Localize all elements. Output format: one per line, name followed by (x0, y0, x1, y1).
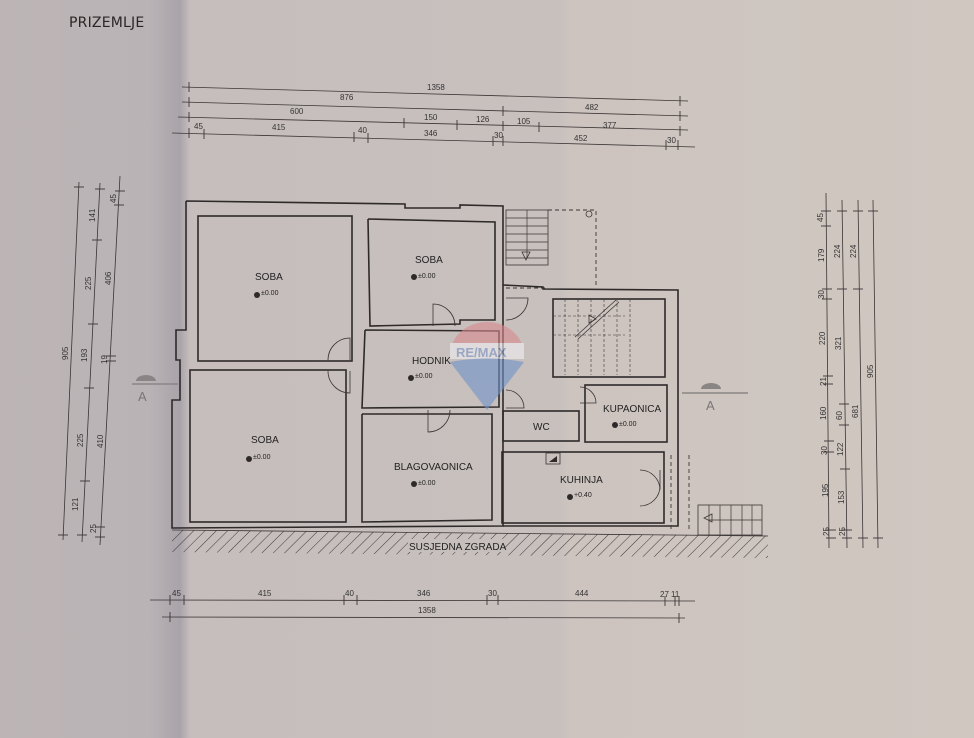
svg-text:905: 905 (866, 364, 875, 378)
svg-text:153: 153 (837, 490, 846, 504)
svg-text:30: 30 (820, 446, 829, 455)
svg-text:321: 321 (834, 336, 843, 350)
svg-text:346: 346 (424, 129, 438, 138)
svg-text:195: 195 (821, 483, 830, 497)
svg-text:122: 122 (836, 442, 845, 456)
svg-text:±0.00: ±0.00 (261, 290, 279, 297)
svg-text:±0.00: ±0.00 (418, 273, 436, 280)
svg-text:40: 40 (345, 589, 354, 598)
room-labels: SOBA ±0.00 SOBA ±0.00 HODNIK ±0.00 SOBA … (246, 255, 661, 500)
svg-text:+0.40: +0.40 (574, 492, 592, 499)
svg-text:A: A (138, 389, 147, 404)
svg-text:25: 25 (822, 527, 831, 536)
svg-text:±0.00: ±0.00 (418, 480, 436, 487)
svg-text:121: 121 (71, 497, 80, 511)
svg-text:415: 415 (258, 589, 272, 598)
svg-text:444: 444 (575, 589, 589, 598)
svg-text:876: 876 (340, 93, 354, 102)
svg-text:150: 150 (424, 113, 438, 122)
svg-text:346: 346 (417, 589, 431, 598)
svg-text:40: 40 (358, 126, 367, 135)
svg-text:220: 220 (818, 331, 827, 345)
floor-title: PRIZEMLJE (69, 15, 145, 31)
svg-text:482: 482 (585, 103, 599, 112)
room-hodnik: HODNIK (412, 356, 451, 367)
room-soba-2: SOBA (415, 255, 443, 266)
svg-text:27: 27 (660, 590, 669, 599)
right-dimensions: 45 179 30 220 21 160 30 195 25 224 321 6… (816, 192, 883, 549)
remax-watermark: RE/MAX (450, 322, 524, 410)
svg-text:1358: 1358 (427, 83, 445, 92)
svg-text:11: 11 (671, 590, 680, 599)
svg-text:45: 45 (816, 213, 825, 222)
svg-text:377: 377 (603, 121, 617, 130)
svg-text:126: 126 (476, 115, 490, 124)
svg-text:193: 193 (80, 348, 89, 362)
svg-text:25: 25 (89, 524, 98, 533)
svg-text:225: 225 (76, 433, 85, 447)
svg-text:225: 225 (84, 276, 93, 290)
svg-text:±0.00: ±0.00 (253, 454, 271, 461)
svg-text:410: 410 (96, 434, 105, 448)
svg-text:105: 105 (517, 117, 531, 126)
svg-text:RE/MAX: RE/MAX (456, 345, 507, 360)
section-marker-right: A (682, 383, 748, 413)
room-blagovaonica: BLAGOVAONICA (394, 462, 473, 473)
svg-text:±0.00: ±0.00 (619, 421, 637, 428)
svg-text:160: 160 (819, 406, 828, 420)
svg-text:45: 45 (194, 122, 203, 131)
svg-text:1358: 1358 (418, 606, 436, 615)
svg-text:224: 224 (849, 244, 858, 258)
building-walls (171, 200, 763, 536)
svg-text:A: A (706, 398, 715, 413)
svg-text:905: 905 (61, 346, 70, 360)
svg-text:415: 415 (272, 123, 286, 132)
bottom-dimensions: 45 415 40 346 30 444 27 11 1358 (149, 589, 696, 623)
svg-text:30: 30 (817, 290, 826, 299)
svg-text:±0.00: ±0.00 (415, 373, 433, 380)
svg-text:30: 30 (488, 589, 497, 598)
room-kupaonica: KUPAONICA (603, 404, 661, 415)
svg-text:19: 19 (100, 355, 109, 364)
svg-text:681: 681 (851, 404, 860, 418)
svg-text:406: 406 (104, 271, 113, 285)
svg-text:600: 600 (290, 107, 304, 116)
left-dimensions: 905 141 225 193 225 121 25 45 406 19 410 (58, 175, 125, 546)
svg-text:452: 452 (574, 134, 588, 143)
svg-text:45: 45 (172, 589, 181, 598)
svg-text:45: 45 (109, 194, 118, 203)
svg-text:60: 60 (835, 411, 844, 420)
room-soba-1: SOBA (255, 272, 283, 283)
svg-text:30: 30 (494, 131, 503, 140)
room-kuhinja: KUHINJA (560, 475, 603, 486)
top-dimensions: 1358 876 482 600 150 126 105 377 45 415 … (171, 82, 696, 150)
room-soba-3: SOBA (251, 435, 279, 446)
svg-text:224: 224 (833, 244, 842, 258)
svg-text:30: 30 (667, 136, 676, 145)
section-marker-left: A (132, 375, 178, 404)
svg-text:SUSJEDNA ZGRADA: SUSJEDNA ZGRADA (409, 542, 507, 553)
room-wc: WC (533, 422, 550, 433)
neighbour-building: SUSJEDNA ZGRADA (171, 529, 769, 558)
svg-text:21: 21 (819, 377, 828, 386)
svg-text:25: 25 (838, 527, 847, 536)
svg-text:141: 141 (88, 208, 97, 222)
svg-text:179: 179 (817, 248, 826, 262)
